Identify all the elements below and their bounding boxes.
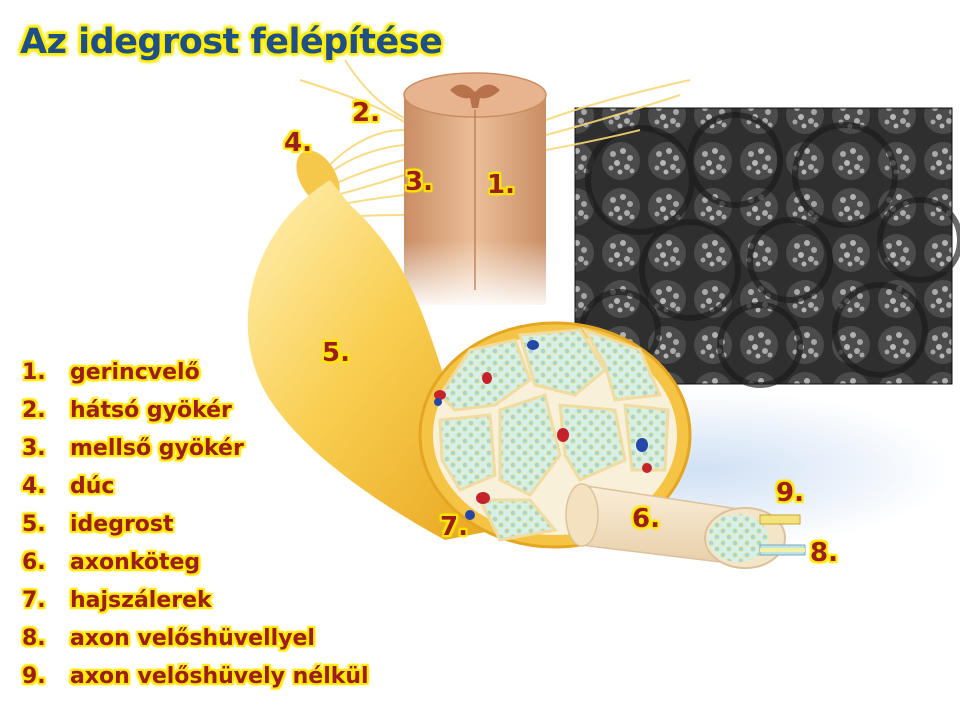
legend-label: mellső gyökér: [70, 436, 244, 461]
callout-2: 2.: [352, 98, 380, 128]
nerve-roots: [299, 59, 691, 219]
legend-number: 8.: [22, 626, 46, 651]
legend-item: 2. hátsó gyökér: [22, 398, 369, 436]
legend-label: hajszálerek: [70, 588, 212, 613]
legend-label: axonköteg: [70, 550, 201, 575]
page-title: Az idegrost felépítése: [20, 22, 443, 62]
legend-label: dúc: [70, 474, 115, 499]
legend-number: 9.: [22, 664, 46, 689]
legend-number: 2.: [22, 398, 46, 423]
legend-item: 4. dúc: [22, 474, 369, 512]
legend-number: 7.: [22, 588, 46, 613]
legend-item: 7. hajszálerek: [22, 588, 369, 626]
legend-number: 3.: [22, 436, 46, 461]
legend: 1. gerincvelő 2. hátsó gyökér 3. mellső …: [22, 360, 369, 702]
legend-item: 6. axonköteg: [22, 550, 369, 588]
legend-label: axon velőshüvellyel: [70, 626, 315, 651]
legend-item: 5. idegrost: [22, 512, 369, 550]
callout-1: 1.: [487, 170, 515, 200]
legend-label: idegrost: [70, 512, 174, 537]
legend-item: 9. axon velőshüvely nélkül: [22, 664, 369, 702]
legend-number: 5.: [22, 512, 46, 537]
legend-number: 1.: [22, 360, 46, 385]
callout-7: 7.: [440, 512, 468, 542]
spinal-cord: [403, 72, 547, 310]
legend-number: 6.: [22, 550, 46, 575]
callout-8: 8.: [810, 538, 838, 568]
axons: [759, 514, 806, 556]
legend-item: 8. axon velőshüvellyel: [22, 626, 369, 664]
legend-item: 3. mellső gyökér: [22, 436, 369, 474]
legend-label: gerincvelő: [70, 360, 200, 385]
capillaries: [434, 340, 652, 520]
callout-5: 5.: [322, 338, 350, 368]
callout-4: 4.: [284, 128, 312, 158]
legend-label: axon velőshüvely nélkül: [70, 664, 369, 689]
legend-number: 4.: [22, 474, 46, 499]
callout-9: 9.: [776, 478, 804, 508]
legend-item: 1. gerincvelő: [22, 360, 369, 398]
micrograph-bundles: [579, 112, 960, 388]
callout-6: 6.: [632, 504, 660, 534]
legend-label: hátsó gyökér: [70, 398, 232, 423]
callout-3: 3.: [405, 167, 433, 197]
